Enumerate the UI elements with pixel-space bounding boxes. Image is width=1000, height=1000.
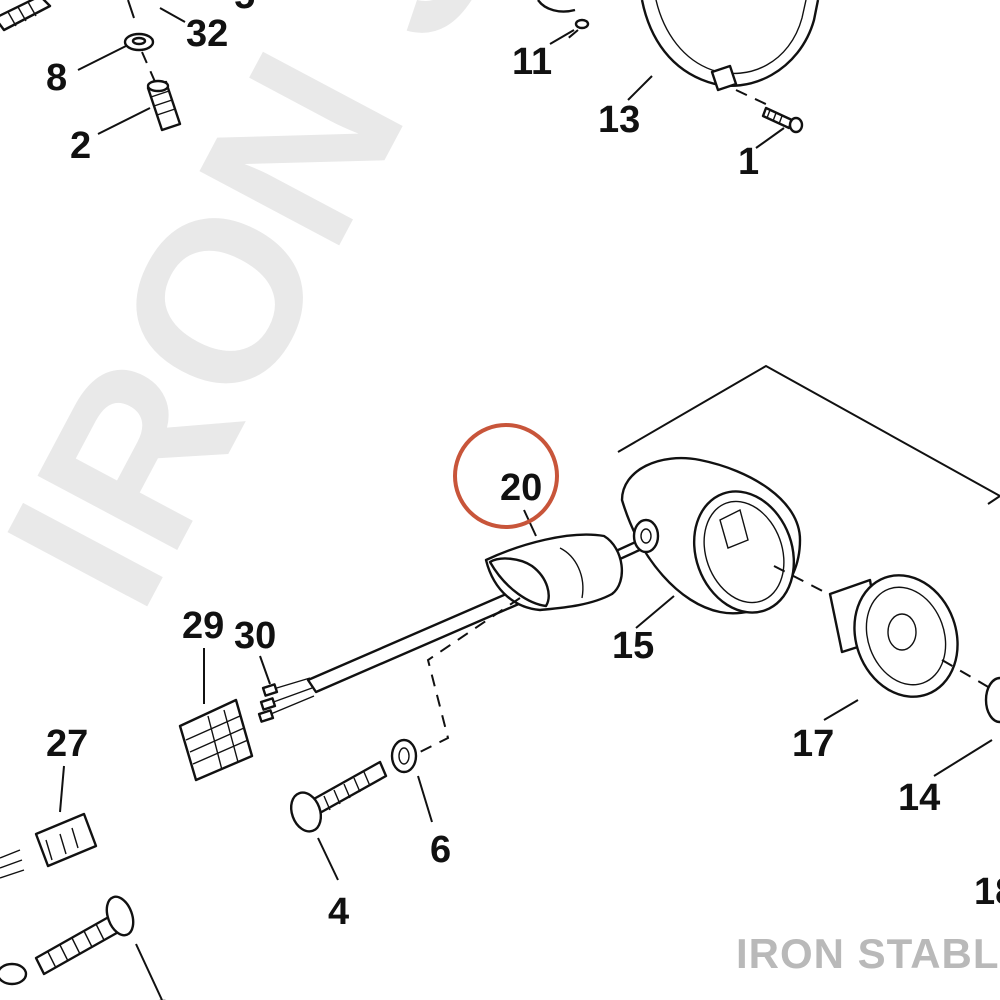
screw-bottom-left-drawing (0, 895, 135, 986)
connector-27-drawing (34, 812, 98, 868)
washer-8-drawing (123, 32, 155, 52)
dashed-axis-17-14 (941, 659, 991, 689)
callout-14[interactable]: 14 (898, 777, 940, 819)
screw-11-drawing (537, 0, 590, 30)
leader-line-1 (755, 127, 785, 149)
bolt-32-drawing (0, 0, 52, 32)
screw-4-drawing (289, 760, 388, 833)
screw-1-drawing (761, 106, 804, 134)
wire-boot-20-drawing (484, 533, 624, 612)
leader-line-27 (59, 765, 65, 813)
brand-logo-text: IRON STABLE (736, 930, 1000, 977)
leader-line-13 (627, 75, 653, 101)
highlight-circle (453, 423, 559, 529)
leader-line-17 (823, 699, 859, 721)
callout-18[interactable]: 18 (974, 871, 1000, 913)
leader-line-30 (259, 655, 271, 685)
connector-29-drawing (178, 698, 254, 782)
dashed-axis-15-17 (773, 565, 837, 599)
washer-6-drawing (390, 738, 418, 774)
callout-13[interactable]: 13 (598, 99, 640, 141)
callout-32[interactable]: 32 (186, 13, 228, 55)
bulb-14-drawing (984, 676, 1000, 724)
leader-line-4 (317, 837, 339, 881)
dashed-axis-4-6 (419, 597, 521, 753)
callout-4-bottom[interactable]: 4 (148, 993, 169, 1000)
headlamp-ring-13-drawing (640, 0, 820, 92)
callout-20[interactable]: 20 (500, 467, 542, 509)
terminals-drawing (0, 849, 25, 879)
leader-line-5 (127, 0, 135, 19)
callout-8[interactable]: 8 (46, 57, 67, 99)
leader-line-6 (417, 775, 433, 823)
callout-17[interactable]: 17 (792, 723, 834, 765)
leader-line-32 (159, 7, 186, 23)
callout-6[interactable]: 6 (430, 829, 451, 871)
dashed-axis-11 (565, 29, 579, 41)
lamp-housing-15-drawing (620, 456, 802, 615)
callout-29[interactable]: 29 (182, 605, 224, 647)
leader-line-11 (549, 29, 575, 45)
callout-15[interactable]: 15 (612, 625, 654, 667)
dashed-axis-8-2 (141, 51, 157, 85)
lens-17-drawing (828, 574, 959, 698)
leader-line-15 (635, 595, 675, 629)
callout-1[interactable]: 1 (738, 141, 759, 183)
callout-27[interactable]: 27 (46, 723, 88, 765)
leader-line-8 (77, 45, 127, 71)
callout-5[interactable]: 5 (234, 0, 255, 17)
assembly-bracket (617, 364, 1000, 497)
callout-2[interactable]: 2 (70, 125, 91, 167)
leader-line-4b (135, 943, 163, 1000)
dashed-axis-1 (735, 89, 771, 107)
bracket-tick (987, 495, 1000, 505)
callout-30[interactable]: 30 (234, 615, 276, 657)
callout-11[interactable]: 11 (512, 41, 552, 83)
leader-line-14 (933, 739, 993, 777)
screw-2-drawing (146, 79, 182, 132)
leader-line-2 (97, 107, 151, 135)
callout-4[interactable]: 4 (328, 891, 349, 933)
